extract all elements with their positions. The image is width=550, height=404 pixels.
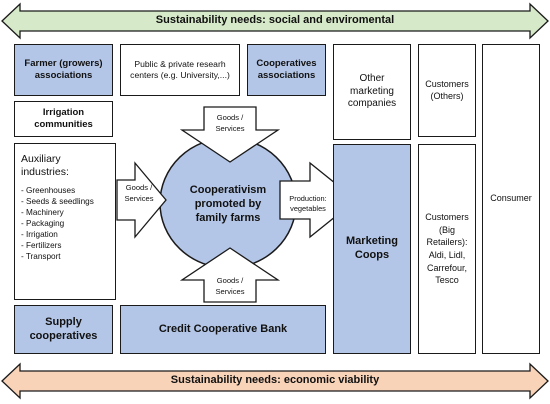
- auxiliary-item: - Greenhouses: [21, 186, 76, 195]
- irrigation-communities-label: Irrigation communities: [34, 107, 93, 130]
- bottom-banner-label: Sustainability needs: economic viability: [170, 374, 380, 386]
- arrow-left-label: Goods / Services: [124, 183, 154, 203]
- top-banner-arrow: [1, 2, 549, 40]
- center-title: Cooperativism promoted by family farms: [189, 184, 267, 224]
- customers-others-box: Customers (Others): [418, 44, 476, 137]
- supply-cooperatives-label: Supply cooperatives: [29, 315, 98, 342]
- auxiliary-item: - Packaging: [21, 219, 65, 228]
- arrow-bottom-label: Goods / Services: [215, 276, 245, 296]
- cooperatives-associations-box: Cooperatives associations: [247, 44, 326, 96]
- arrow-down-top: [179, 106, 281, 163]
- research-centers-label: Public & private researh centers (e.g. U…: [130, 59, 230, 80]
- arrow-top-label: Goods / Services: [215, 113, 245, 133]
- auxiliary-industries-title: Auxiliary industries:: [21, 153, 69, 178]
- cooperatives-associations-label: Cooperatives associations: [256, 58, 317, 81]
- arrow-right-left: [116, 161, 167, 239]
- supply-cooperatives-box: Supply cooperatives: [14, 305, 113, 354]
- auxiliary-industries-list: - Greenhouses - Seeds & seedlings - Mach…: [21, 185, 109, 262]
- consumer-box: Consumer: [482, 44, 540, 354]
- top-banner-label: Sustainability needs: social and envirom…: [155, 14, 395, 26]
- farmer-associations-box: Farmer (growers) associations: [14, 44, 113, 96]
- auxiliary-item: - Irrigation: [21, 230, 58, 239]
- auxiliary-item: - Transport: [21, 252, 61, 261]
- farmer-associations-label: Farmer (growers) associations: [24, 58, 103, 81]
- consumer-label: Consumer: [490, 193, 532, 204]
- arrow-up-bottom: [179, 247, 281, 303]
- other-marketing-box: Other marketing companies: [333, 44, 411, 140]
- arrow-right-label: Production: vegetables: [289, 194, 327, 213]
- bottom-banner-arrow: [1, 362, 549, 400]
- credit-cooperative-bank-box: Credit Cooperative Bank: [120, 305, 326, 354]
- irrigation-communities-box: Irrigation communities: [14, 101, 113, 137]
- credit-cooperative-bank-label: Credit Cooperative Bank: [158, 322, 288, 335]
- auxiliary-item: - Machinery: [21, 208, 64, 217]
- customers-others-label: Customers (Others): [425, 79, 469, 101]
- auxiliary-industries-box: Auxiliary industries: - Greenhouses - Se…: [14, 143, 116, 300]
- customers-big-retailers-label: Customers (Big Retailers): Aldi, Lidl, C…: [425, 212, 469, 286]
- marketing-coops-box: Marketing Coops: [333, 144, 411, 354]
- research-centers-box: Public & private researh centers (e.g. U…: [120, 44, 240, 96]
- other-marketing-label: Other marketing companies: [347, 73, 397, 110]
- auxiliary-item: - Seeds & seedlings: [21, 197, 94, 206]
- auxiliary-item: - Fertilizers: [21, 241, 62, 250]
- customers-big-retailers-box: Customers (Big Retailers): Aldi, Lidl, C…: [418, 144, 476, 354]
- marketing-coops-label: Marketing Coops: [346, 235, 398, 261]
